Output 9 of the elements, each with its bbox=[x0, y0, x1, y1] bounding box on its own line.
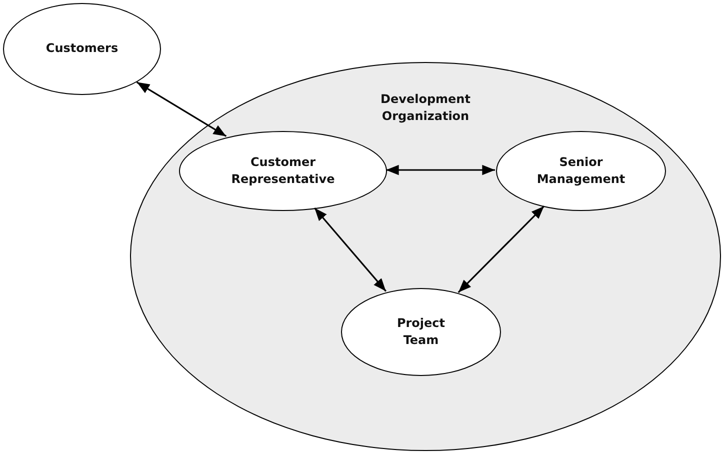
double-arrow bbox=[314, 207, 386, 292]
double-arrow bbox=[136, 81, 227, 137]
node-label: Senior Management bbox=[536, 154, 626, 188]
double-arrow bbox=[458, 206, 545, 293]
node-label: Project Team bbox=[396, 314, 446, 349]
node-label: Development Organization bbox=[380, 91, 472, 126]
double-arrow bbox=[386, 164, 495, 176]
node-label: Customers bbox=[46, 40, 118, 58]
node-label: Customer Representative bbox=[230, 154, 336, 188]
